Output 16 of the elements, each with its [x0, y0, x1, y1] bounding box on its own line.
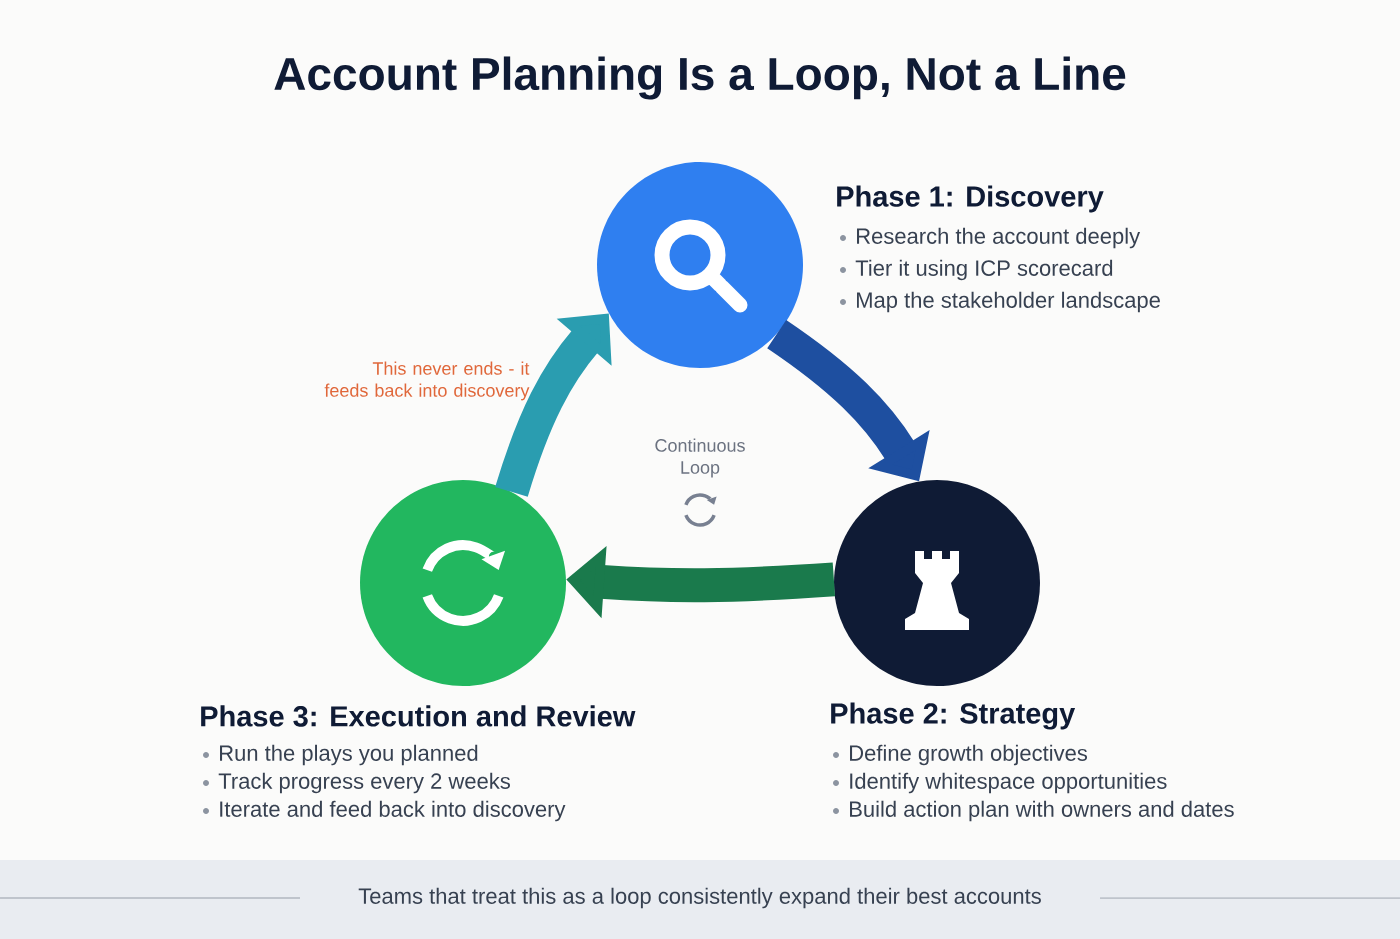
bullet-item: Build action plan with owners and dates: [833, 800, 1234, 822]
edge-label: This never ends - it feeds back into discovery: [324, 361, 530, 401]
bullet-item: Define growth objectives: [833, 744, 1088, 766]
title: Account Planning Is a Loop, Not a Line: [274, 56, 1126, 100]
phase-heading: Phase 1: Discovery: [837, 185, 1104, 213]
center-label: Continuous Loop: [655, 438, 745, 478]
bullet-item: Track progress every 2 weeks: [203, 772, 510, 794]
bullet-item: Research the account deeply: [840, 227, 1141, 249]
phase-heading: Phase 3: Execution and Review: [201, 705, 636, 727]
footer-note: Teams that treat this as a loop consistently expand their best accounts: [358, 887, 1041, 909]
phase-heading: Phase 2: Strategy: [831, 702, 1076, 730]
bullet-item: Tier it using ICP scorecard: [840, 259, 1113, 281]
bullet-item: Run the plays you planned: [203, 744, 478, 766]
bullet-item: Map the stakeholder landscape: [840, 291, 1160, 313]
bullet-item: Iterate and feed back into discovery: [203, 800, 566, 822]
bullet-item: Identify whitespace opportunities: [833, 772, 1167, 794]
